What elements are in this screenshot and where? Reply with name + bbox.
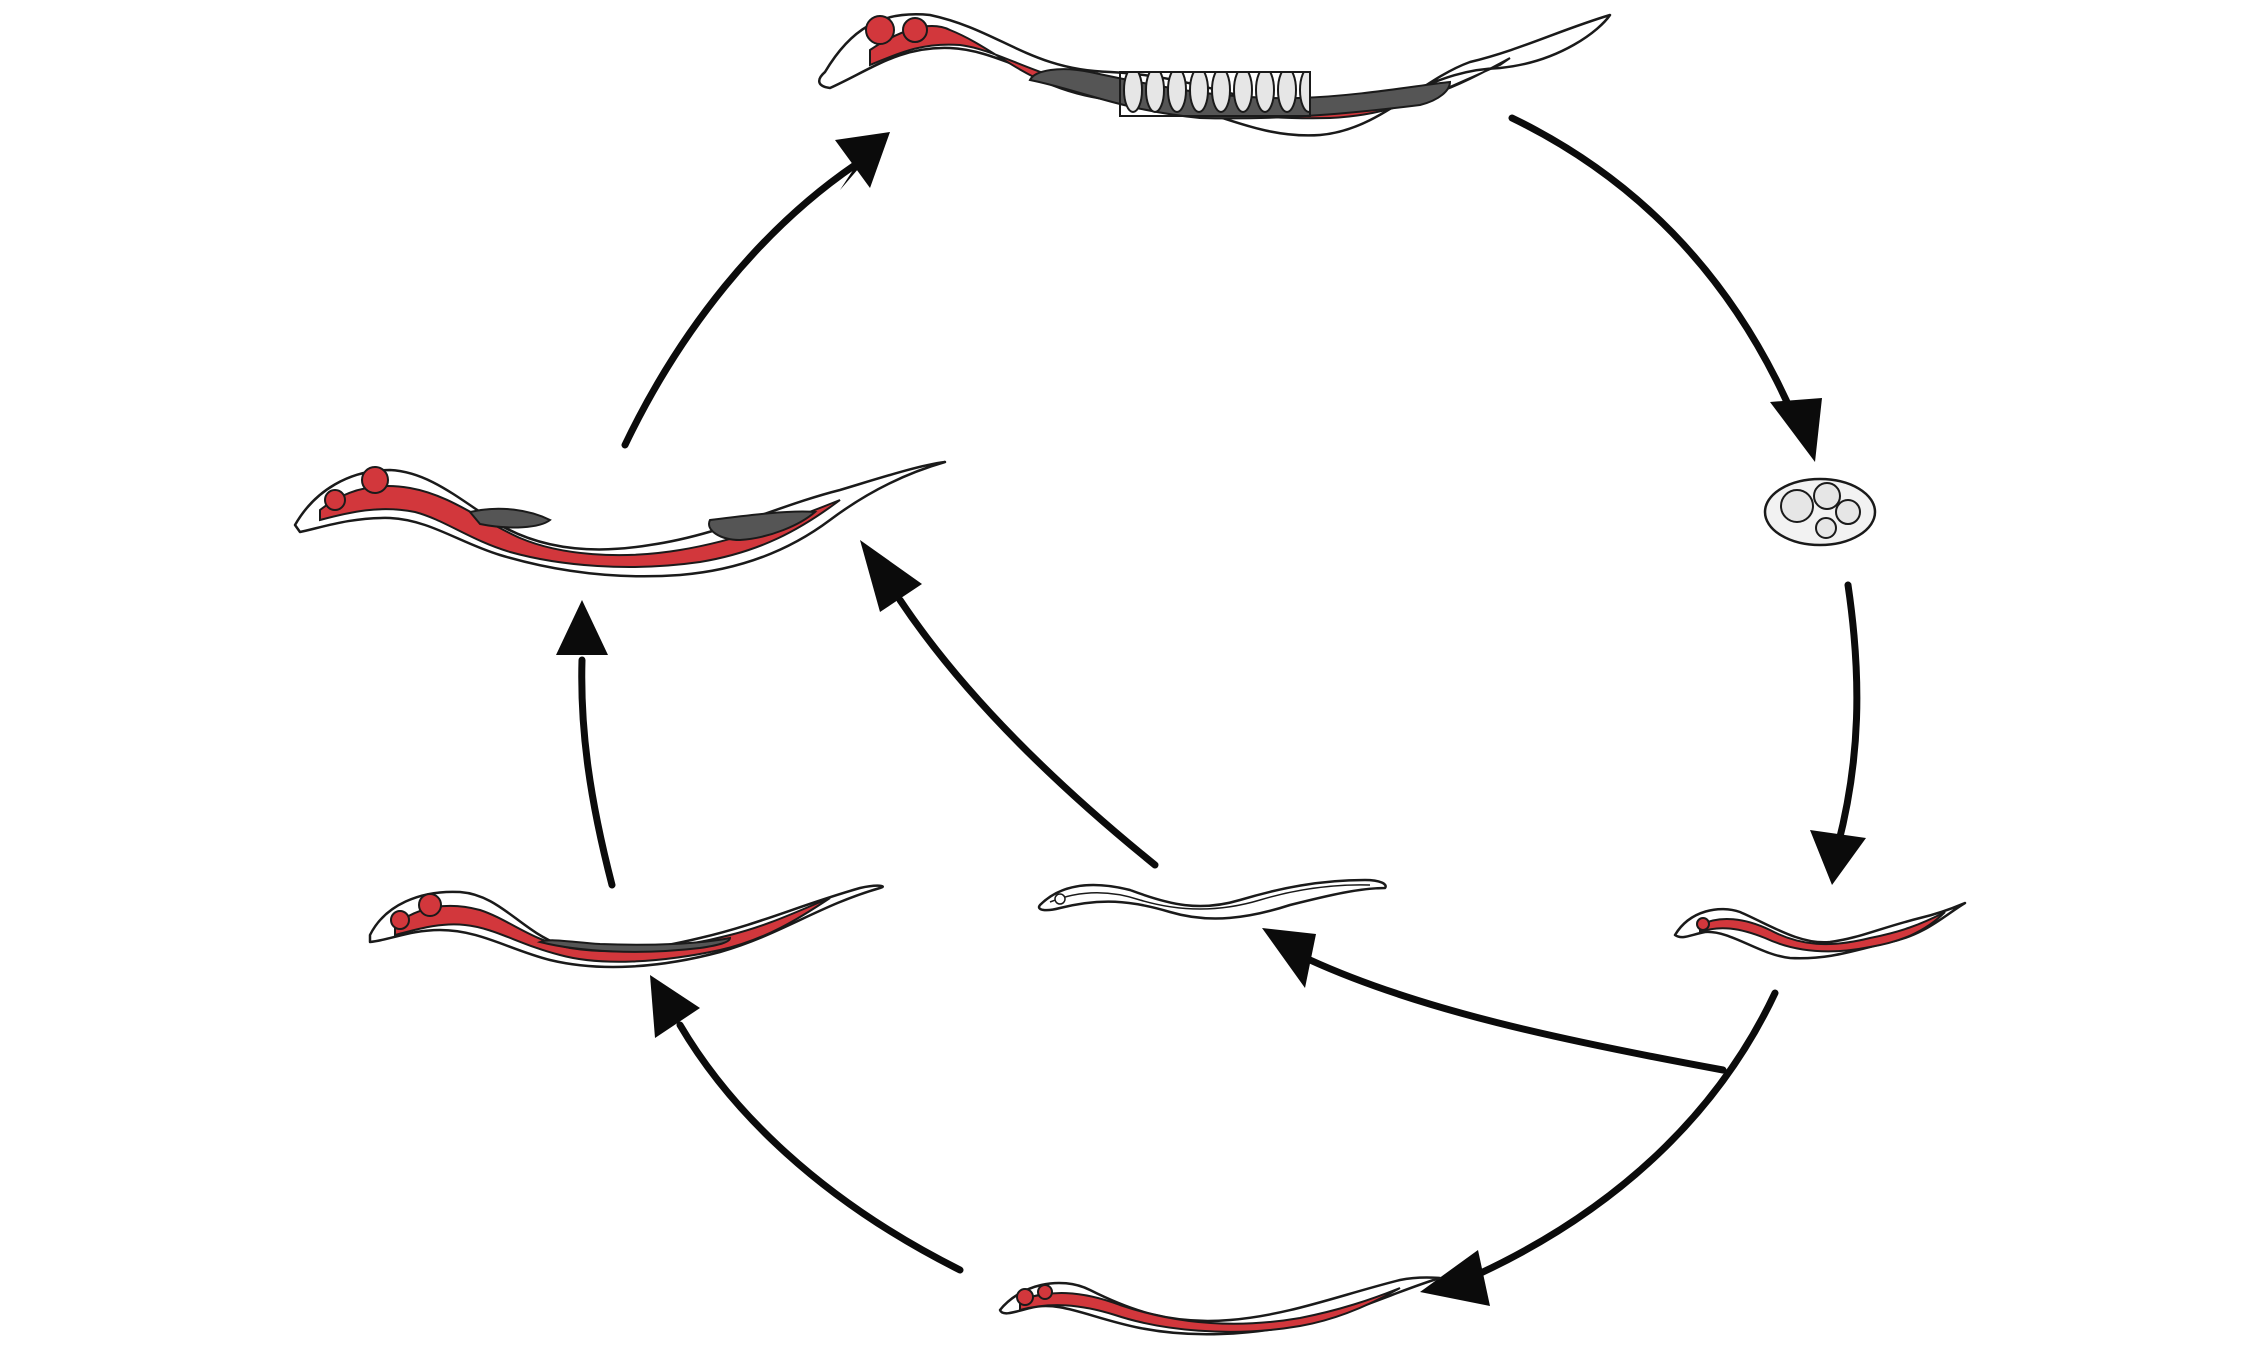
transition-arrows bbox=[556, 114, 1866, 1306]
arrow-l2-to-l3 bbox=[650, 975, 964, 1274]
stage-egg bbox=[1763, 477, 1877, 547]
arrow-l1-to-l2 bbox=[1420, 989, 1779, 1306]
stage-l2 bbox=[998, 1276, 1442, 1336]
arrow-l4-to-adult bbox=[621, 132, 890, 449]
arrow-l1-to-dauer bbox=[1262, 928, 1727, 1074]
arrow-egg-to-l1 bbox=[1810, 581, 1866, 885]
arrow-adult-to-egg bbox=[1508, 114, 1822, 462]
stage-l1 bbox=[1673, 901, 1967, 960]
stage-l3 bbox=[368, 884, 885, 969]
arrow-dauer-to-l4 bbox=[860, 540, 1159, 869]
stage-l4 bbox=[293, 460, 947, 578]
arrow-l3-to-l4 bbox=[556, 600, 616, 889]
stage-dauer bbox=[1037, 878, 1387, 920]
stage-adult-hermaphrodite bbox=[818, 13, 1612, 137]
